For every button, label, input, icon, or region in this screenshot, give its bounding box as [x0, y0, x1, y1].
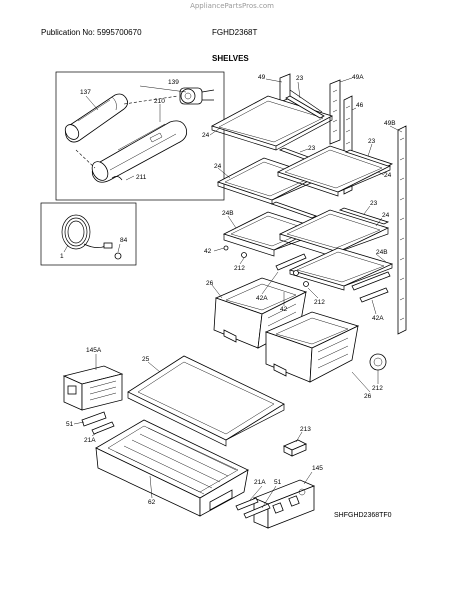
bracket-42A-right[interactable]	[351, 271, 391, 291]
slide-21A-right[interactable]	[235, 497, 259, 511]
label-21A-a: 21A	[84, 437, 96, 444]
label-46: 46	[356, 102, 364, 109]
label-24-d: 24	[382, 212, 390, 219]
water-tube-inset	[40, 202, 137, 266]
label-212-c: 212	[372, 385, 383, 392]
label-42-b: 42	[280, 306, 288, 313]
figure-code: SHFGHD2368TF0	[334, 512, 392, 519]
filter-housing-210[interactable]	[89, 120, 188, 183]
water-tube-1[interactable]	[61, 214, 113, 250]
bracket-51-right[interactable]	[243, 503, 271, 519]
label-42A-a: 42A	[256, 295, 268, 302]
part-labels: 137 139 210 211 1 84 49 23 49A 46 49B 24…	[60, 74, 396, 506]
shelf-24-top[interactable]	[210, 95, 334, 151]
section-title: SHELVES	[212, 54, 249, 63]
roller-212[interactable]	[369, 353, 387, 371]
label-145A: 145A	[86, 347, 102, 354]
label-212-b: 212	[314, 299, 325, 306]
label-211: 211	[136, 174, 147, 181]
pan-cover-25[interactable]	[127, 355, 285, 447]
crisper-drawer-26-left[interactable]	[213, 277, 308, 349]
label-62: 62	[148, 499, 156, 506]
pantry-drawer-62[interactable]	[95, 419, 249, 517]
label-51-b: 51	[274, 479, 282, 486]
label-84: 84	[120, 237, 128, 244]
crisper-drawer-26-right[interactable]	[264, 311, 360, 383]
label-23-a: 23	[296, 75, 304, 82]
label-26-a: 26	[206, 280, 214, 287]
filter-cartridge-137[interactable]	[62, 93, 128, 143]
label-23-d: 23	[370, 200, 378, 207]
label-42-a: 42	[204, 248, 212, 255]
label-210: 210	[154, 98, 165, 105]
clip-211[interactable]	[111, 176, 123, 181]
shelf-rail-49B[interactable]	[397, 125, 407, 335]
slide-21A-left[interactable]	[91, 421, 115, 435]
label-49: 49	[258, 74, 266, 81]
label-145: 145	[312, 465, 323, 472]
label-139: 139	[168, 79, 179, 86]
bracket-42A-left[interactable]	[275, 253, 307, 271]
filter-head-139[interactable]	[179, 87, 215, 105]
shelf-trim-23-lower[interactable]	[338, 207, 390, 225]
label-212-a: 212	[234, 265, 245, 272]
label-25: 25	[142, 356, 150, 363]
pin-212-a[interactable]	[241, 252, 247, 258]
shelf-trim-23-right[interactable]	[344, 149, 394, 167]
label-51-a: 51	[66, 421, 74, 428]
label-23-b: 23	[308, 145, 316, 152]
label-24-a: 24	[202, 132, 210, 139]
fitting-84[interactable]	[114, 252, 122, 260]
watermark: AppliancePartsPros.com	[190, 2, 274, 10]
shelf-trim-23-left[interactable]	[270, 201, 318, 219]
bracket-51-left[interactable]	[81, 411, 107, 427]
leader-lines	[73, 77, 403, 509]
pin-212-b[interactable]	[303, 281, 309, 287]
label-213: 213	[300, 426, 311, 433]
clip-213[interactable]	[283, 439, 307, 457]
label-24B-a: 24B	[222, 210, 234, 217]
pin-212-c[interactable]	[293, 270, 299, 276]
control-module-145[interactable]	[252, 479, 316, 529]
water-filter-inset	[55, 71, 225, 201]
label-1: 1	[60, 253, 64, 260]
shelf-24B-right[interactable]	[288, 247, 394, 291]
label-24-b: 24	[214, 163, 222, 170]
label-24B-b: 24B	[376, 249, 388, 256]
label-49A: 49A	[352, 74, 364, 81]
label-26-b: 26	[364, 393, 372, 400]
control-module-145A[interactable]	[62, 365, 124, 411]
model-number: FGHD2368T	[212, 28, 258, 37]
shelf-rail-49A[interactable]	[329, 79, 341, 145]
publication-number: Publication No: 5995700670	[41, 28, 142, 37]
label-49B: 49B	[384, 120, 396, 127]
bracket-42A-lower[interactable]	[359, 287, 389, 303]
pin-42-a[interactable]	[223, 245, 229, 251]
label-137: 137	[80, 89, 91, 96]
label-21A-b: 21A	[254, 479, 266, 486]
label-42A-b: 42A	[372, 315, 384, 322]
label-23-c: 23	[368, 138, 376, 145]
label-24-c: 24	[384, 172, 392, 179]
shelf-trim-23-top[interactable]	[285, 95, 325, 119]
